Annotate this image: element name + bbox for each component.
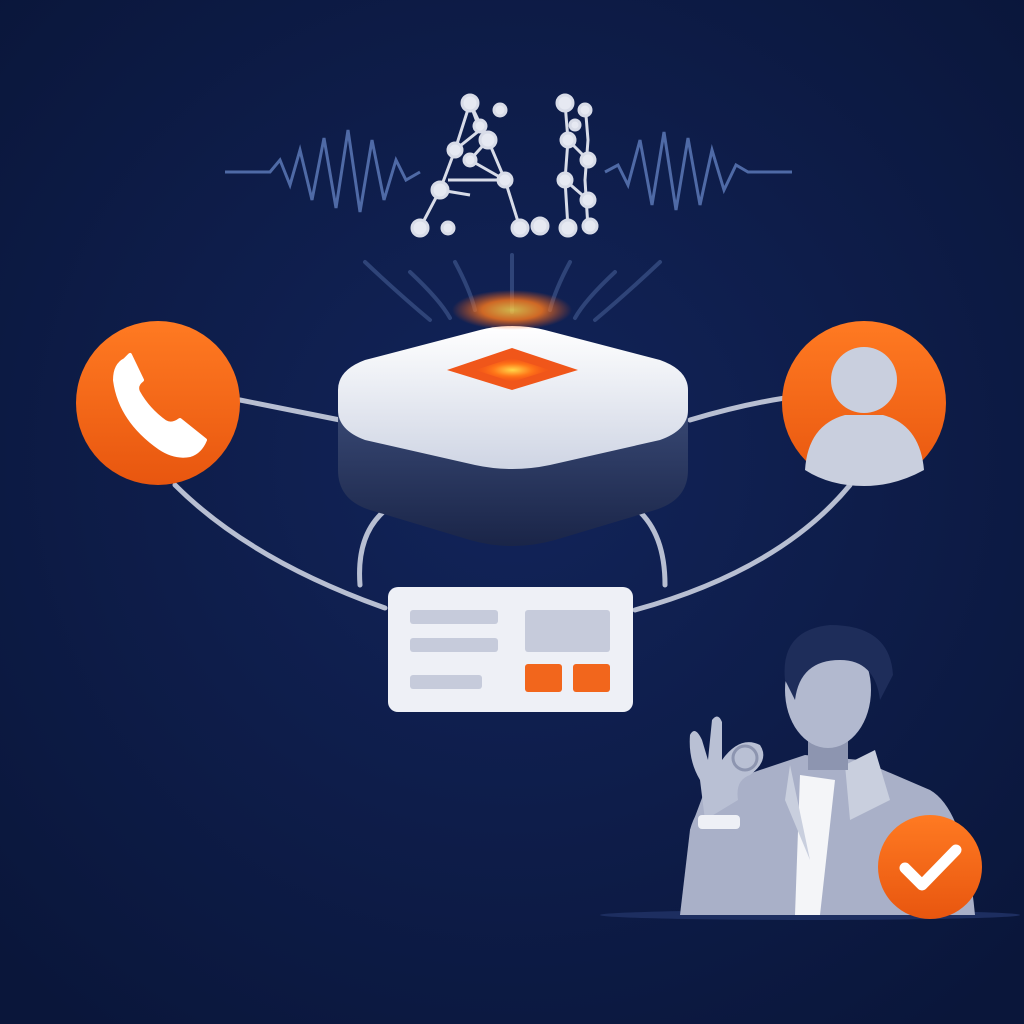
ai-logo [410,93,599,238]
phone-icon [113,353,207,458]
sound-wave-right [604,131,792,211]
user-badge [782,321,946,486]
success-badge [878,815,982,919]
phone-call-badge [76,321,240,485]
ai-hub-device [338,290,688,546]
sound-wave-left [225,129,421,213]
user-icon [805,347,924,486]
dashboard-card [388,587,633,712]
checkmark-icon [899,844,962,891]
